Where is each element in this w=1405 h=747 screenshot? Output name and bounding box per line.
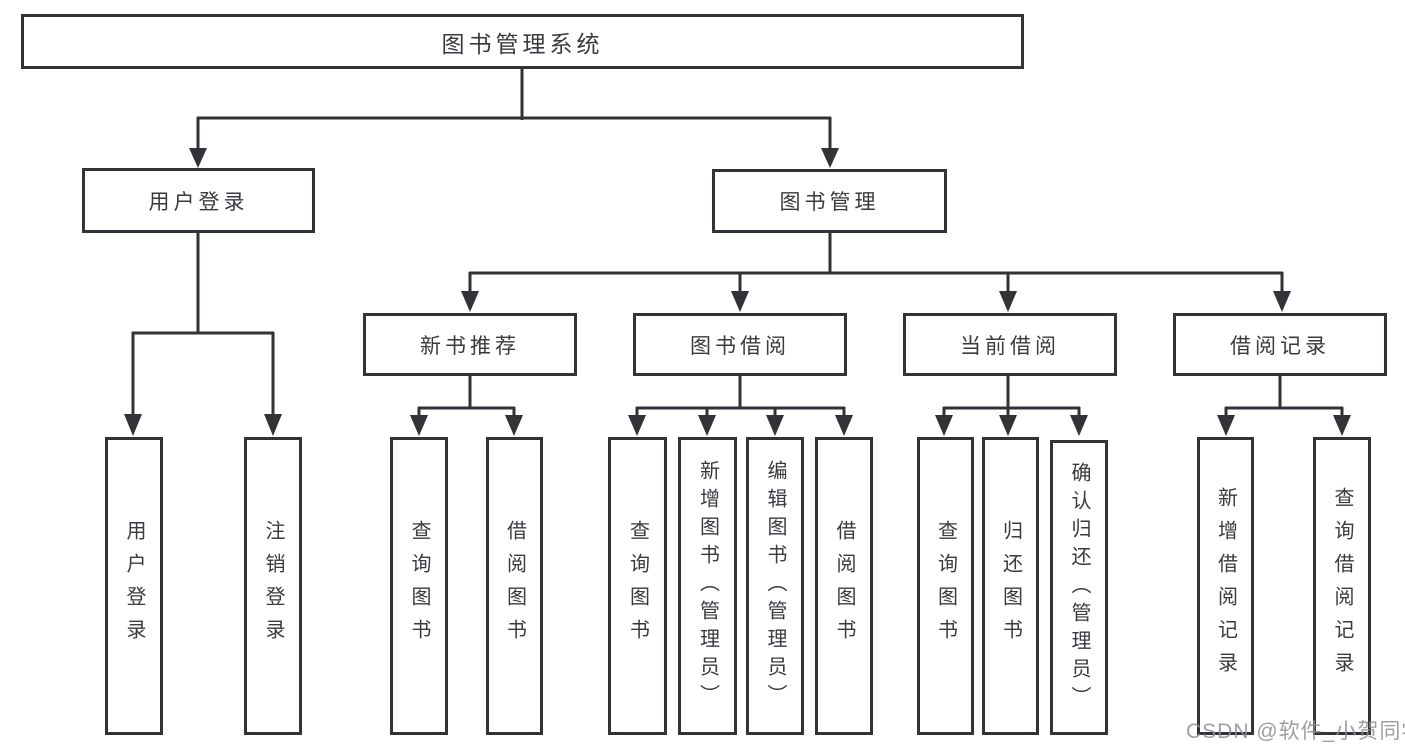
node-book-management-label: 图书管理 [779, 191, 880, 214]
node-records-add-record: 新增借阅记录 [1197, 437, 1254, 735]
node-current-query-books-label: 查询图书 [934, 520, 957, 652]
node-current-confirm-return-admin-label: 确认归还（管理员） [1068, 461, 1090, 714]
node-records-query-record: 查询借阅记录 [1313, 437, 1371, 735]
node-current-confirm-return-admin: 确认归还（管理员） [1050, 440, 1108, 735]
node-rec-borrow-books-label: 借阅图书 [503, 520, 526, 652]
node-current-query-books: 查询图书 [917, 437, 974, 735]
node-book-management: 图书管理 [712, 169, 947, 233]
node-borrow-query-books-label: 查询图书 [626, 520, 649, 652]
node-library-management-system-label: 图书管理系统 [441, 30, 604, 57]
node-user-login-leaf-label: 用户登录 [123, 520, 145, 652]
node-book-borrowing: 图书借阅 [633, 313, 847, 376]
node-logout-label: 注销登录 [262, 520, 284, 652]
node-borrow-add-books-admin-label: 新增图书（管理员） [696, 460, 719, 712]
node-borrow-edit-books-admin: 编辑图书（管理员） [746, 437, 804, 735]
node-borrowing-records: 借阅记录 [1173, 313, 1387, 376]
node-logout: 注销登录 [244, 437, 302, 735]
node-user-login: 用户登录 [82, 168, 315, 233]
node-borrow-borrow-books-label: 借阅图书 [833, 520, 855, 652]
node-records-query-record-label: 查询借阅记录 [1331, 487, 1353, 685]
node-library-management-system: 图书管理系统 [21, 14, 1024, 69]
node-current-borrowing: 当前借阅 [903, 313, 1117, 376]
node-rec-query-books: 查询图书 [390, 437, 448, 735]
node-borrow-borrow-books: 借阅图书 [815, 437, 873, 735]
node-book-borrowing-label: 图书借阅 [690, 334, 790, 358]
node-current-return-books-label: 归还图书 [999, 520, 1022, 652]
node-user-login-leaf: 用户登录 [105, 437, 163, 735]
node-borrow-query-books: 查询图书 [608, 437, 667, 735]
node-borrow-edit-books-admin-label: 编辑图书（管理员） [764, 460, 786, 712]
csdn-watermark: CSDN @软件_小贺同学 [1186, 720, 1405, 743]
node-rec-borrow-books: 借阅图书 [486, 437, 543, 735]
node-user-login-label: 用户登录 [148, 190, 249, 214]
node-current-return-books: 归还图书 [982, 437, 1039, 735]
node-new-book-recommend-label: 新书推荐 [420, 334, 520, 358]
node-records-add-record-label: 新增借阅记录 [1214, 487, 1237, 685]
node-rec-query-books-label: 查询图书 [408, 520, 430, 652]
node-current-borrowing-label: 当前借阅 [960, 334, 1060, 358]
node-borrowing-records-label: 借阅记录 [1230, 334, 1330, 358]
node-new-book-recommend: 新书推荐 [363, 313, 577, 376]
node-borrow-add-books-admin: 新增图书（管理员） [678, 437, 737, 735]
